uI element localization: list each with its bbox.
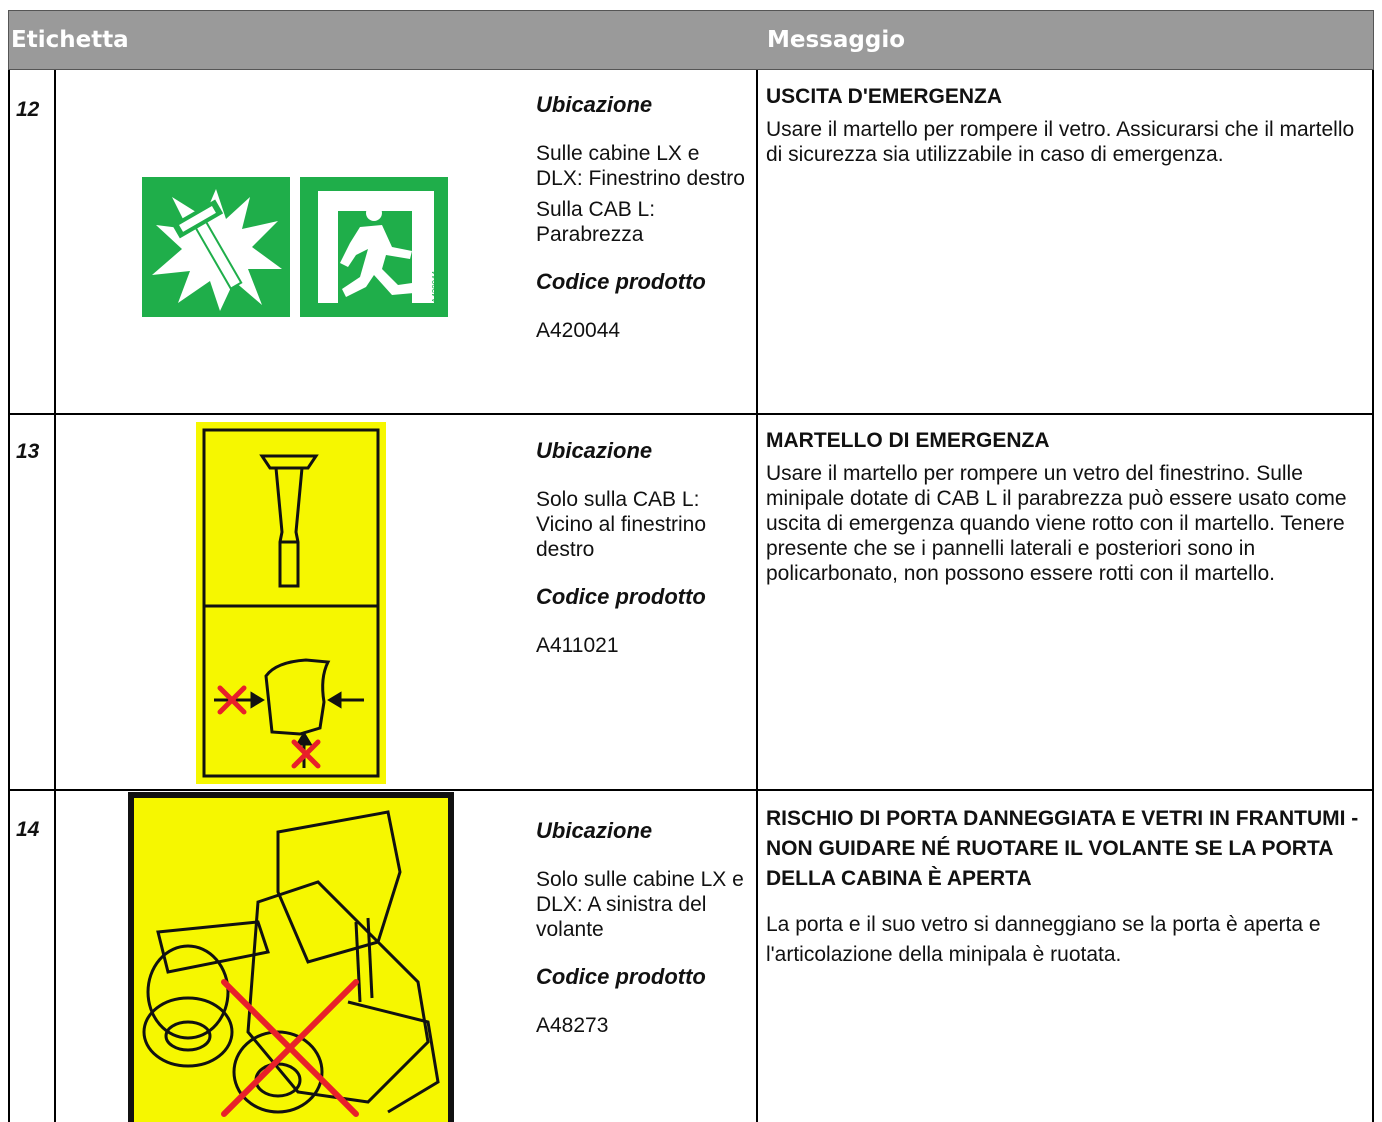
code-heading: Codice prodotto (536, 269, 706, 294)
location-heading: Ubicazione (536, 818, 653, 843)
message-column: USCITA D'EMERGENZA Usare il martello per… (766, 84, 1364, 167)
row-number: 12 (16, 98, 40, 121)
header-label: Etichetta (11, 27, 129, 53)
hammer-icon (171, 199, 243, 291)
prohibited-x-icon (221, 979, 359, 1117)
product-code: A48273 (536, 1014, 609, 1037)
product-code: A420044 (536, 319, 621, 342)
door-damage-warning-label-image (128, 792, 454, 1122)
location-line: Sulla CAB L: Parabrezza (536, 198, 656, 246)
location-line: Solo sulla CAB L: Vicino al finestrino d… (536, 488, 707, 561)
prohibited-x-icon (217, 685, 321, 769)
code-heading: Codice prodotto (536, 584, 706, 609)
grid-line (8, 70, 10, 1122)
location-line: Sulle cabine LX e DLX: Finestrino destro (536, 142, 745, 190)
location-heading: Ubicazione (536, 438, 653, 463)
svg-text:A420044: A420044 (431, 270, 440, 303)
message-column: RISCHIO DI PORTA DANNEGGIATA E VETRI IN … (766, 804, 1364, 970)
location-column: Ubicazione Solo sulla CAB L: Vicino al f… (536, 438, 751, 658)
message-text: Usare il martello per rompere un vetro d… (766, 462, 1347, 585)
location-heading: Ubicazione (536, 92, 653, 117)
loader-cab-illustration-icon (142, 810, 440, 1114)
location-column: Ubicazione Solo sulle cabine LX e DLX: A… (536, 818, 751, 1038)
message-title: MARTELLO DI EMERGENZA (766, 429, 1050, 452)
cab-window-diagram-icon (214, 658, 364, 768)
yellow-panel (134, 798, 448, 1122)
message-text: La porta e il suo vetro si danneggiano s… (766, 913, 1321, 966)
grid-line (1372, 70, 1374, 1122)
location-line: Solo sulle cabine LX e DLX: A sinistra d… (536, 868, 744, 941)
grid-line (756, 70, 758, 1122)
message-title: USCITA D'EMERGENZA (766, 85, 1002, 108)
running-man-icon (340, 205, 414, 297)
message-column: MARTELLO DI EMERGENZA Usare il martello … (766, 428, 1364, 586)
location-column: Ubicazione Sulle cabine LX e DLX: Finest… (536, 92, 751, 343)
grid-line (54, 70, 56, 1122)
header-message: Messaggio (767, 27, 905, 53)
row-divider (8, 413, 1374, 415)
row-number: 14 (16, 818, 40, 841)
emergency-exit-label-image: A420044 (142, 177, 448, 317)
message-title: RISCHIO DI PORTA DANNEGGIATA E VETRI IN … (766, 807, 1359, 890)
safety-labels-table: Etichetta Messaggio 12 A420044 (8, 10, 1374, 1122)
code-heading: Codice prodotto (536, 964, 706, 989)
door-frame-icon (318, 191, 434, 303)
product-code: A411021 (536, 634, 619, 657)
row-divider (8, 789, 1374, 791)
emergency-hammer-label-image (196, 422, 386, 784)
message-text: Usare il martello per rompere il vetro. … (766, 118, 1355, 166)
row-number: 13 (16, 440, 40, 463)
hammer-icon (259, 454, 319, 588)
yellow-panel (196, 422, 386, 784)
table-header: Etichetta Messaggio (8, 10, 1374, 70)
